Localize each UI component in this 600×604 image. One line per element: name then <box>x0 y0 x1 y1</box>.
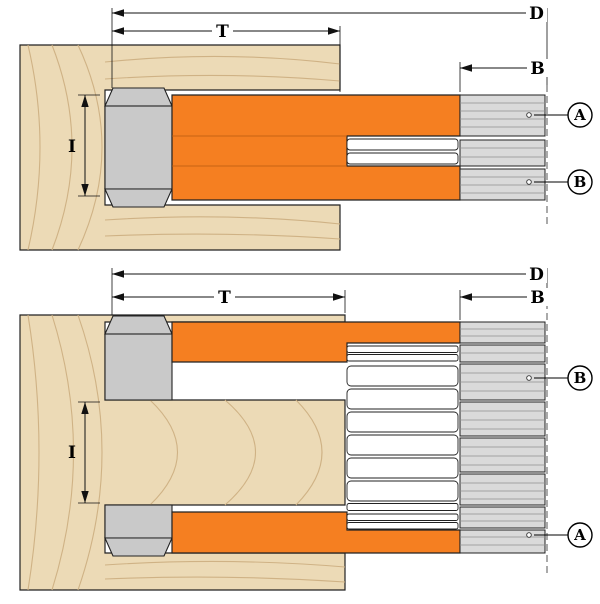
hub-collar-top <box>104 315 173 335</box>
callout-a-label: A <box>573 526 586 544</box>
dimension-d: D <box>111 4 548 88</box>
bottom-diagram: D T B I B <box>19 265 593 591</box>
cutter-head <box>171 94 461 201</box>
dim-d-label: D <box>529 265 544 285</box>
spacer-plate-lines <box>460 102 545 194</box>
callout-a-label: A <box>573 106 586 124</box>
hub-body <box>104 504 173 539</box>
callout-a-circle <box>567 522 593 548</box>
dimension-i: I <box>68 401 100 504</box>
callout-b: B <box>526 169 593 195</box>
arbor-spacer-stack <box>459 321 546 554</box>
screw-hole <box>526 375 532 381</box>
spindle-hub <box>104 87 173 208</box>
hub-body <box>104 333 173 401</box>
screw-hole <box>526 532 532 538</box>
hub-collar-top <box>104 87 173 107</box>
dim-b-label: B <box>530 288 544 308</box>
hub-collar-bottom <box>104 188 173 208</box>
dim-t-label: T <box>218 288 231 308</box>
hub-body <box>104 105 173 190</box>
dimension-b: B <box>459 288 548 320</box>
dim-i-label: I <box>68 137 76 157</box>
dimension-t: T <box>112 22 341 92</box>
cutter-gap-shims <box>346 138 459 165</box>
hub-collar-bottom <box>104 537 173 557</box>
callout-b-label: B <box>574 173 587 191</box>
adjustment-shim-stack <box>346 365 459 511</box>
callout-b-label: B <box>574 369 587 387</box>
dimension-d: D <box>111 265 548 315</box>
dimension-b: B <box>459 59 548 92</box>
screw-hole <box>526 112 532 118</box>
cutter-upper-half <box>171 321 461 363</box>
spindle-hub-upper <box>104 315 173 401</box>
cutter-lower-half <box>171 511 461 554</box>
dim-d-label: D <box>529 4 544 24</box>
dimension-t: T <box>112 288 346 313</box>
callout-a: A <box>526 102 593 128</box>
dim-t-label: T <box>216 22 229 42</box>
screw-hole <box>526 179 532 185</box>
dimension-i: I <box>68 94 100 197</box>
dim-b-label: B <box>530 59 544 79</box>
callout-a: A <box>526 522 593 548</box>
spindle-hub-lower <box>104 504 173 557</box>
spacer-plate-lines <box>460 328 545 546</box>
wood-grain-lines <box>27 44 341 251</box>
arbor-spacer-stack <box>459 94 546 201</box>
callout-b: B <box>526 365 593 391</box>
callout-b-circle <box>567 169 593 195</box>
cutter-gap-shims <box>346 513 459 530</box>
wood-grain-lines <box>27 314 346 591</box>
callout-b-circle <box>567 365 593 391</box>
dim-i-label: I <box>68 443 76 463</box>
cutter-gap-shims <box>346 345 459 362</box>
callout-a-circle <box>567 102 593 128</box>
top-diagram: D T B I A <box>19 4 593 251</box>
